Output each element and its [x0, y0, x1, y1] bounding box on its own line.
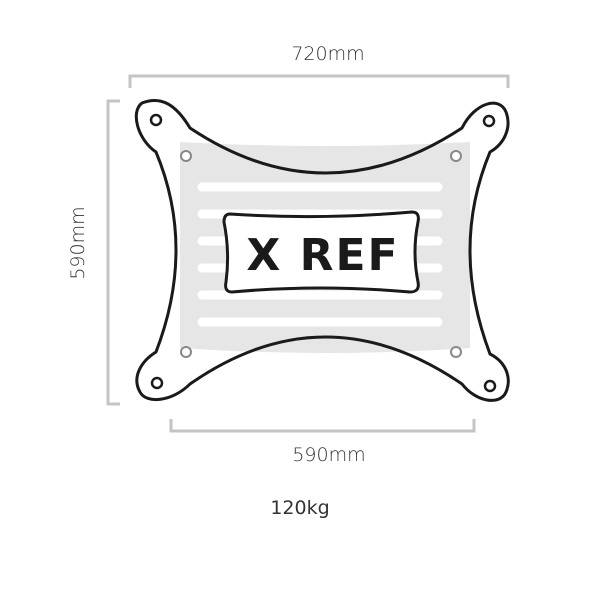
left-height-label: 590mm: [67, 206, 89, 279]
label-box: [222, 210, 420, 294]
plate-holes: [180, 150, 462, 358]
left-dimension-line: [106, 99, 120, 406]
bottom-dimension-line: [169, 419, 476, 433]
top-width-label: 720mm: [291, 43, 364, 65]
weight-label: 120kg: [270, 497, 330, 519]
x-bracket-outline: [134, 98, 510, 402]
corner-holes: [149, 113, 497, 393]
bottom-width-label: 590mm: [292, 444, 365, 466]
top-dimension-line: [128, 74, 510, 88]
plate-label: X REF: [246, 230, 399, 281]
